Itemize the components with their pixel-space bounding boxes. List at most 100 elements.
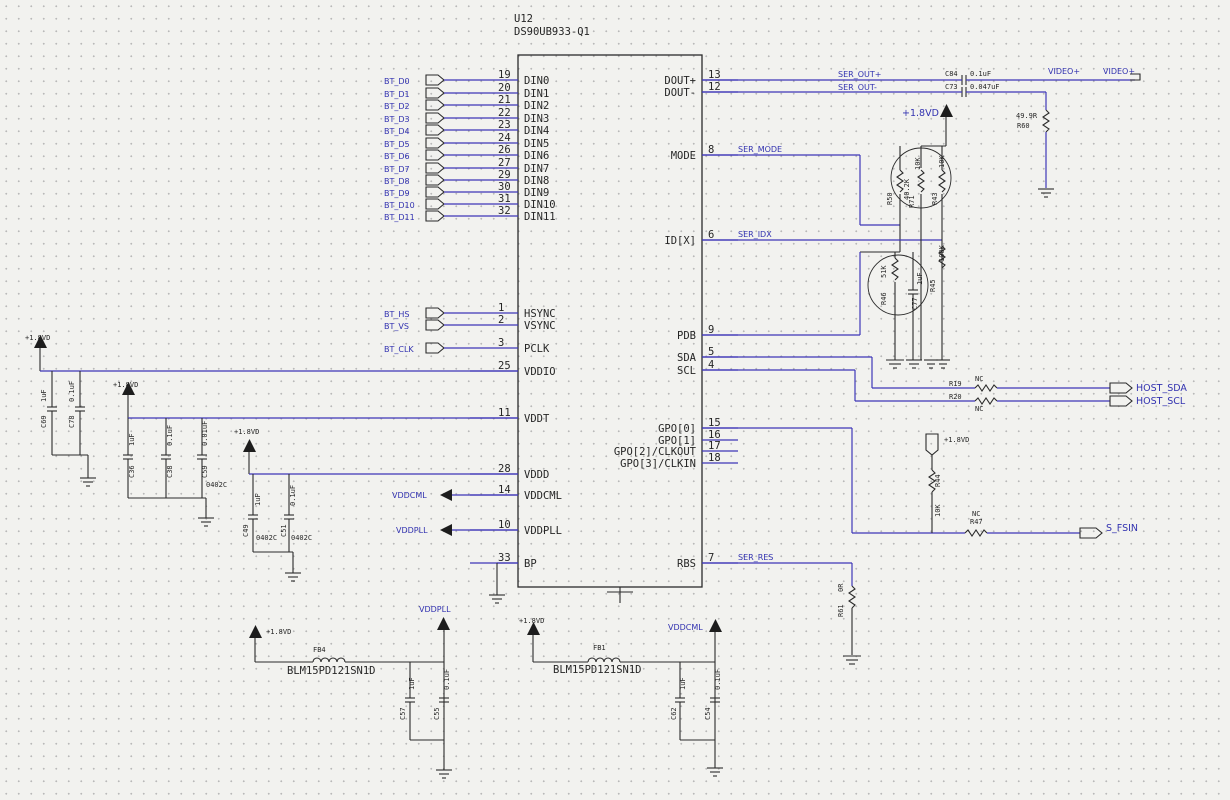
net-label: BT_D11: [384, 213, 415, 222]
net-label: BT_VS: [384, 322, 409, 331]
r46-value: 51K: [880, 265, 888, 278]
pin-name: DOUT-: [664, 87, 696, 99]
r19-value: NC: [975, 375, 983, 383]
port-host-scl: [1109, 395, 1133, 407]
port-symbol: [425, 137, 445, 149]
r47-value: NC: [972, 510, 980, 518]
video-port-symbol: [1130, 73, 1141, 81]
pin-name: PCLK: [524, 343, 550, 355]
port-symbol: [425, 99, 445, 111]
net-label: BT_D10: [384, 201, 415, 210]
port-symbol: [425, 149, 445, 161]
pin-number: 19: [498, 69, 511, 81]
pin-number: 4: [708, 359, 714, 371]
c57-ref: C57: [399, 707, 407, 720]
net-label: BT_D1: [384, 90, 410, 99]
cap-c62: [675, 697, 685, 703]
ferrite-fb1: [587, 657, 621, 663]
circle-highlight-bottom: [867, 254, 929, 316]
c77-value: 1uF: [916, 272, 924, 285]
r61-ref: R61: [837, 604, 845, 617]
pkg-0402c-vddt: 0402C: [206, 481, 227, 489]
port-host-sda: [1109, 382, 1133, 394]
port-symbol: [425, 124, 445, 136]
power-arrow-vddt: [122, 382, 135, 395]
net-label: BT_D9: [384, 189, 410, 198]
port-symbol: [425, 342, 445, 354]
cap-c57: [405, 697, 415, 703]
pin-name: SCL: [677, 365, 696, 377]
c78-value: 0.1uF: [68, 381, 76, 402]
power-flag-r44: [925, 433, 939, 456]
r44-value: 10K: [934, 504, 942, 517]
pin-number: 13: [708, 69, 721, 81]
pin-name: VDDD: [524, 469, 549, 481]
c59-value: 0.01uF: [201, 421, 209, 446]
pin-number: 11: [498, 407, 511, 419]
c36-ref: C36: [128, 465, 136, 478]
cap-c77: [908, 289, 918, 295]
ground-bp: [489, 594, 505, 604]
c51-ref: C51: [280, 524, 288, 537]
net-label: BT_CLK: [384, 345, 414, 354]
r60-value: 49.9R: [1016, 112, 1038, 120]
cap-c49: [248, 514, 258, 520]
c59-ref: C59: [201, 465, 209, 478]
ground-row: [886, 359, 950, 369]
pwr-1v8-r44: +1.8VD: [944, 436, 969, 444]
res-r46: [891, 257, 899, 281]
r60-ref: R60: [1017, 122, 1030, 130]
pin-id-x-: 6ID[X]: [664, 229, 738, 247]
pin-number: 18: [708, 452, 721, 464]
r46-ref: R46: [880, 292, 888, 305]
pin-name: DOUT+: [664, 75, 696, 87]
net-label: BT_D0: [384, 77, 410, 86]
pin-number: 31: [498, 193, 511, 205]
net-video-plus: VIDEO+: [1048, 67, 1080, 76]
net-label: BT_D8: [384, 177, 410, 186]
r20-ref: R20: [949, 393, 962, 401]
pwr-1v8-fb4: +1.8VD: [266, 628, 291, 636]
pin-name: PDB: [677, 330, 696, 342]
pin-name: GPO[2]/CLKOUT: [614, 446, 697, 458]
net-ser-idx: SER_IDX: [738, 230, 772, 239]
c38-ref: C38: [166, 465, 174, 478]
pin-name: MODE: [671, 150, 696, 162]
res-r20: [974, 397, 998, 405]
r50-value: 40.2K: [903, 178, 911, 200]
pin-name: VSYNC: [524, 320, 556, 332]
c36-value: 1uF: [128, 433, 136, 446]
port-symbol: [425, 112, 445, 124]
net-label: BT_D2: [384, 102, 410, 111]
pin-name: DIN0: [524, 75, 549, 87]
c55-ref: C55: [433, 707, 441, 720]
pin-number: 22: [498, 107, 511, 119]
cap-c59: [197, 454, 207, 460]
cap-c84: [961, 75, 967, 85]
r45-value: 100K: [938, 244, 946, 262]
c73-ref: C73: [945, 83, 958, 91]
res-r44: [928, 469, 936, 493]
c62-ref: C62: [670, 707, 678, 720]
pin-number: 16: [708, 429, 721, 441]
res-r45: [938, 245, 946, 269]
c62-value: 1uF: [679, 677, 687, 690]
c49-ref: C49: [242, 524, 250, 537]
c69-ref: C69: [40, 415, 48, 428]
cap-c36: [123, 454, 133, 460]
res-r60: [1042, 109, 1050, 133]
pin-name: BP: [524, 558, 537, 570]
